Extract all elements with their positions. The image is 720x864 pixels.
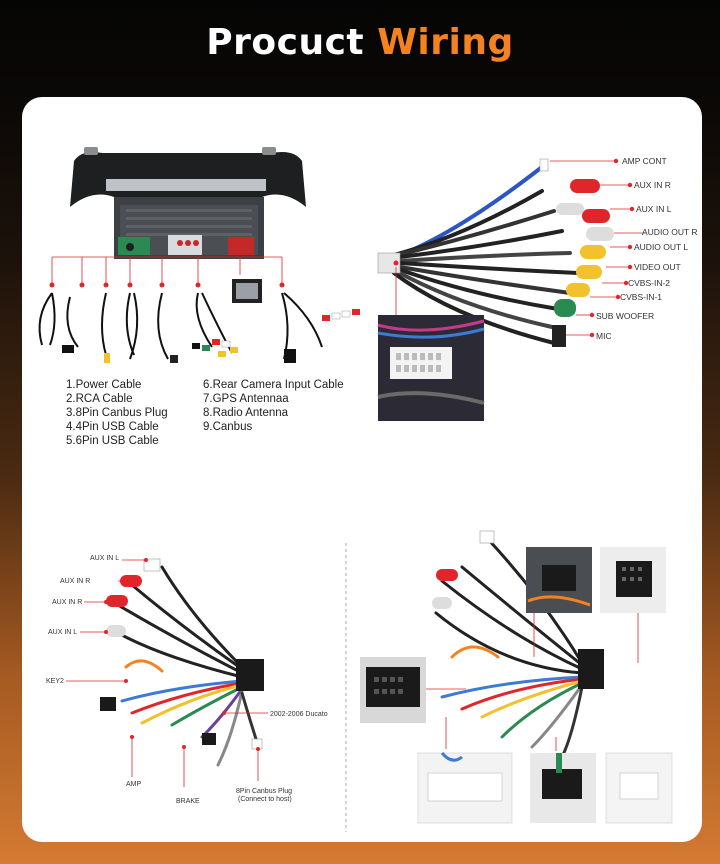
- connector-photo-2: [600, 547, 666, 613]
- connector-photo-6: [605, 752, 673, 824]
- label-cvbs-in-2: CVBS-IN-2: [628, 278, 670, 288]
- harness-left-dots: [104, 558, 260, 751]
- harness-left: [100, 558, 264, 767]
- label-audio-out-l: AUDIO OUT L: [634, 242, 688, 252]
- rca-plugs: [539, 158, 614, 347]
- canbus-plug: [284, 349, 296, 363]
- legend-left: 1.Power Cable 2.RCA Cable 3.8Pin Canbus …: [66, 378, 168, 448]
- wiring-diagram-canvas: AMP CONT AUX IN R AUX IN L AUDIO OUT R A…: [38, 147, 698, 832]
- rca-label-lines: [550, 160, 646, 336]
- legend-item-4: 4.4Pin USB Cable: [66, 421, 159, 433]
- label-amp: AMP: [126, 781, 142, 788]
- connector-photo: [377, 315, 485, 421]
- legend-item-9: 9.Canbus: [203, 421, 253, 433]
- label-audio-out-r: AUDIO OUT R: [642, 227, 698, 237]
- label-amp-cont: AMP CONT: [622, 156, 667, 166]
- accessory-cables: [38, 292, 323, 360]
- rca-harness: [377, 158, 614, 347]
- rca-bundle-small: [192, 339, 238, 357]
- connector-photo-3: [360, 657, 426, 723]
- label-key2: KEY2: [46, 678, 64, 685]
- label-cvbs-in-1: CVBS-IN-1: [620, 292, 662, 302]
- label-aux-in-r-1: AUX IN R: [60, 578, 90, 585]
- label-aux-in-r-2: AUX IN R: [52, 599, 82, 606]
- title-word-1: Procuct: [206, 22, 365, 63]
- connector-photo-5: [530, 753, 596, 823]
- label-video-out: VIDEO OUT: [634, 262, 681, 272]
- rca-label-dots: [393, 158, 635, 338]
- title-word-2: Wiring: [377, 22, 514, 63]
- legend-item-2: 2.RCA Cable: [66, 393, 133, 405]
- label-canbus-line1: 8Pin Canbus Plug: [236, 788, 292, 795]
- harness-right: [432, 530, 604, 759]
- label-aux-in-l: AUX IN L: [636, 204, 672, 214]
- gps-connector: [170, 355, 178, 363]
- label-sub-woofer: SUB WOOFER: [596, 311, 654, 321]
- legend-item-6: 6.Rear Camera Input Cable: [203, 379, 344, 391]
- callout-lines: [51, 256, 283, 285]
- callout-dots: [49, 282, 285, 288]
- page-title: Procuct Wiring: [0, 22, 720, 63]
- label-canbus-line2: (Connect to host): [238, 796, 292, 803]
- connector-photo-4: [417, 752, 513, 824]
- legend-item-8: 8.Radio Antenna: [203, 407, 289, 419]
- label-mic: MIC: [596, 331, 612, 341]
- harness-right-lines: [426, 605, 639, 751]
- harness-left-lines: [66, 559, 268, 787]
- label-aux-in-l-2: AUX IN L: [48, 629, 77, 636]
- label-aux-in-l-1: AUX IN L: [90, 555, 119, 562]
- label-ducato: 2002-2006 Ducato: [270, 711, 328, 718]
- legend-item-3: 3.8Pin Canbus Plug: [66, 407, 168, 419]
- legend-item-1: 1.Power Cable: [66, 379, 142, 391]
- legend-item-7: 7.GPS Antennaa: [203, 393, 289, 405]
- head-unit: [70, 147, 306, 259]
- rca-bundle-right-small: [322, 309, 360, 321]
- connector-photo-1: [526, 547, 592, 613]
- label-aux-in-r: AUX IN R: [634, 180, 671, 190]
- wiring-card: AMP CONT AUX IN R AUX IN L AUDIO OUT R A…: [22, 97, 702, 842]
- legend-right: 6.Rear Camera Input Cable 7.GPS Antennaa…: [203, 378, 344, 434]
- camera-rca: [104, 353, 110, 363]
- legend-item-5: 5.6Pin USB Cable: [66, 435, 159, 447]
- usb-plug: [62, 345, 74, 353]
- label-brake: BRAKE: [176, 798, 200, 805]
